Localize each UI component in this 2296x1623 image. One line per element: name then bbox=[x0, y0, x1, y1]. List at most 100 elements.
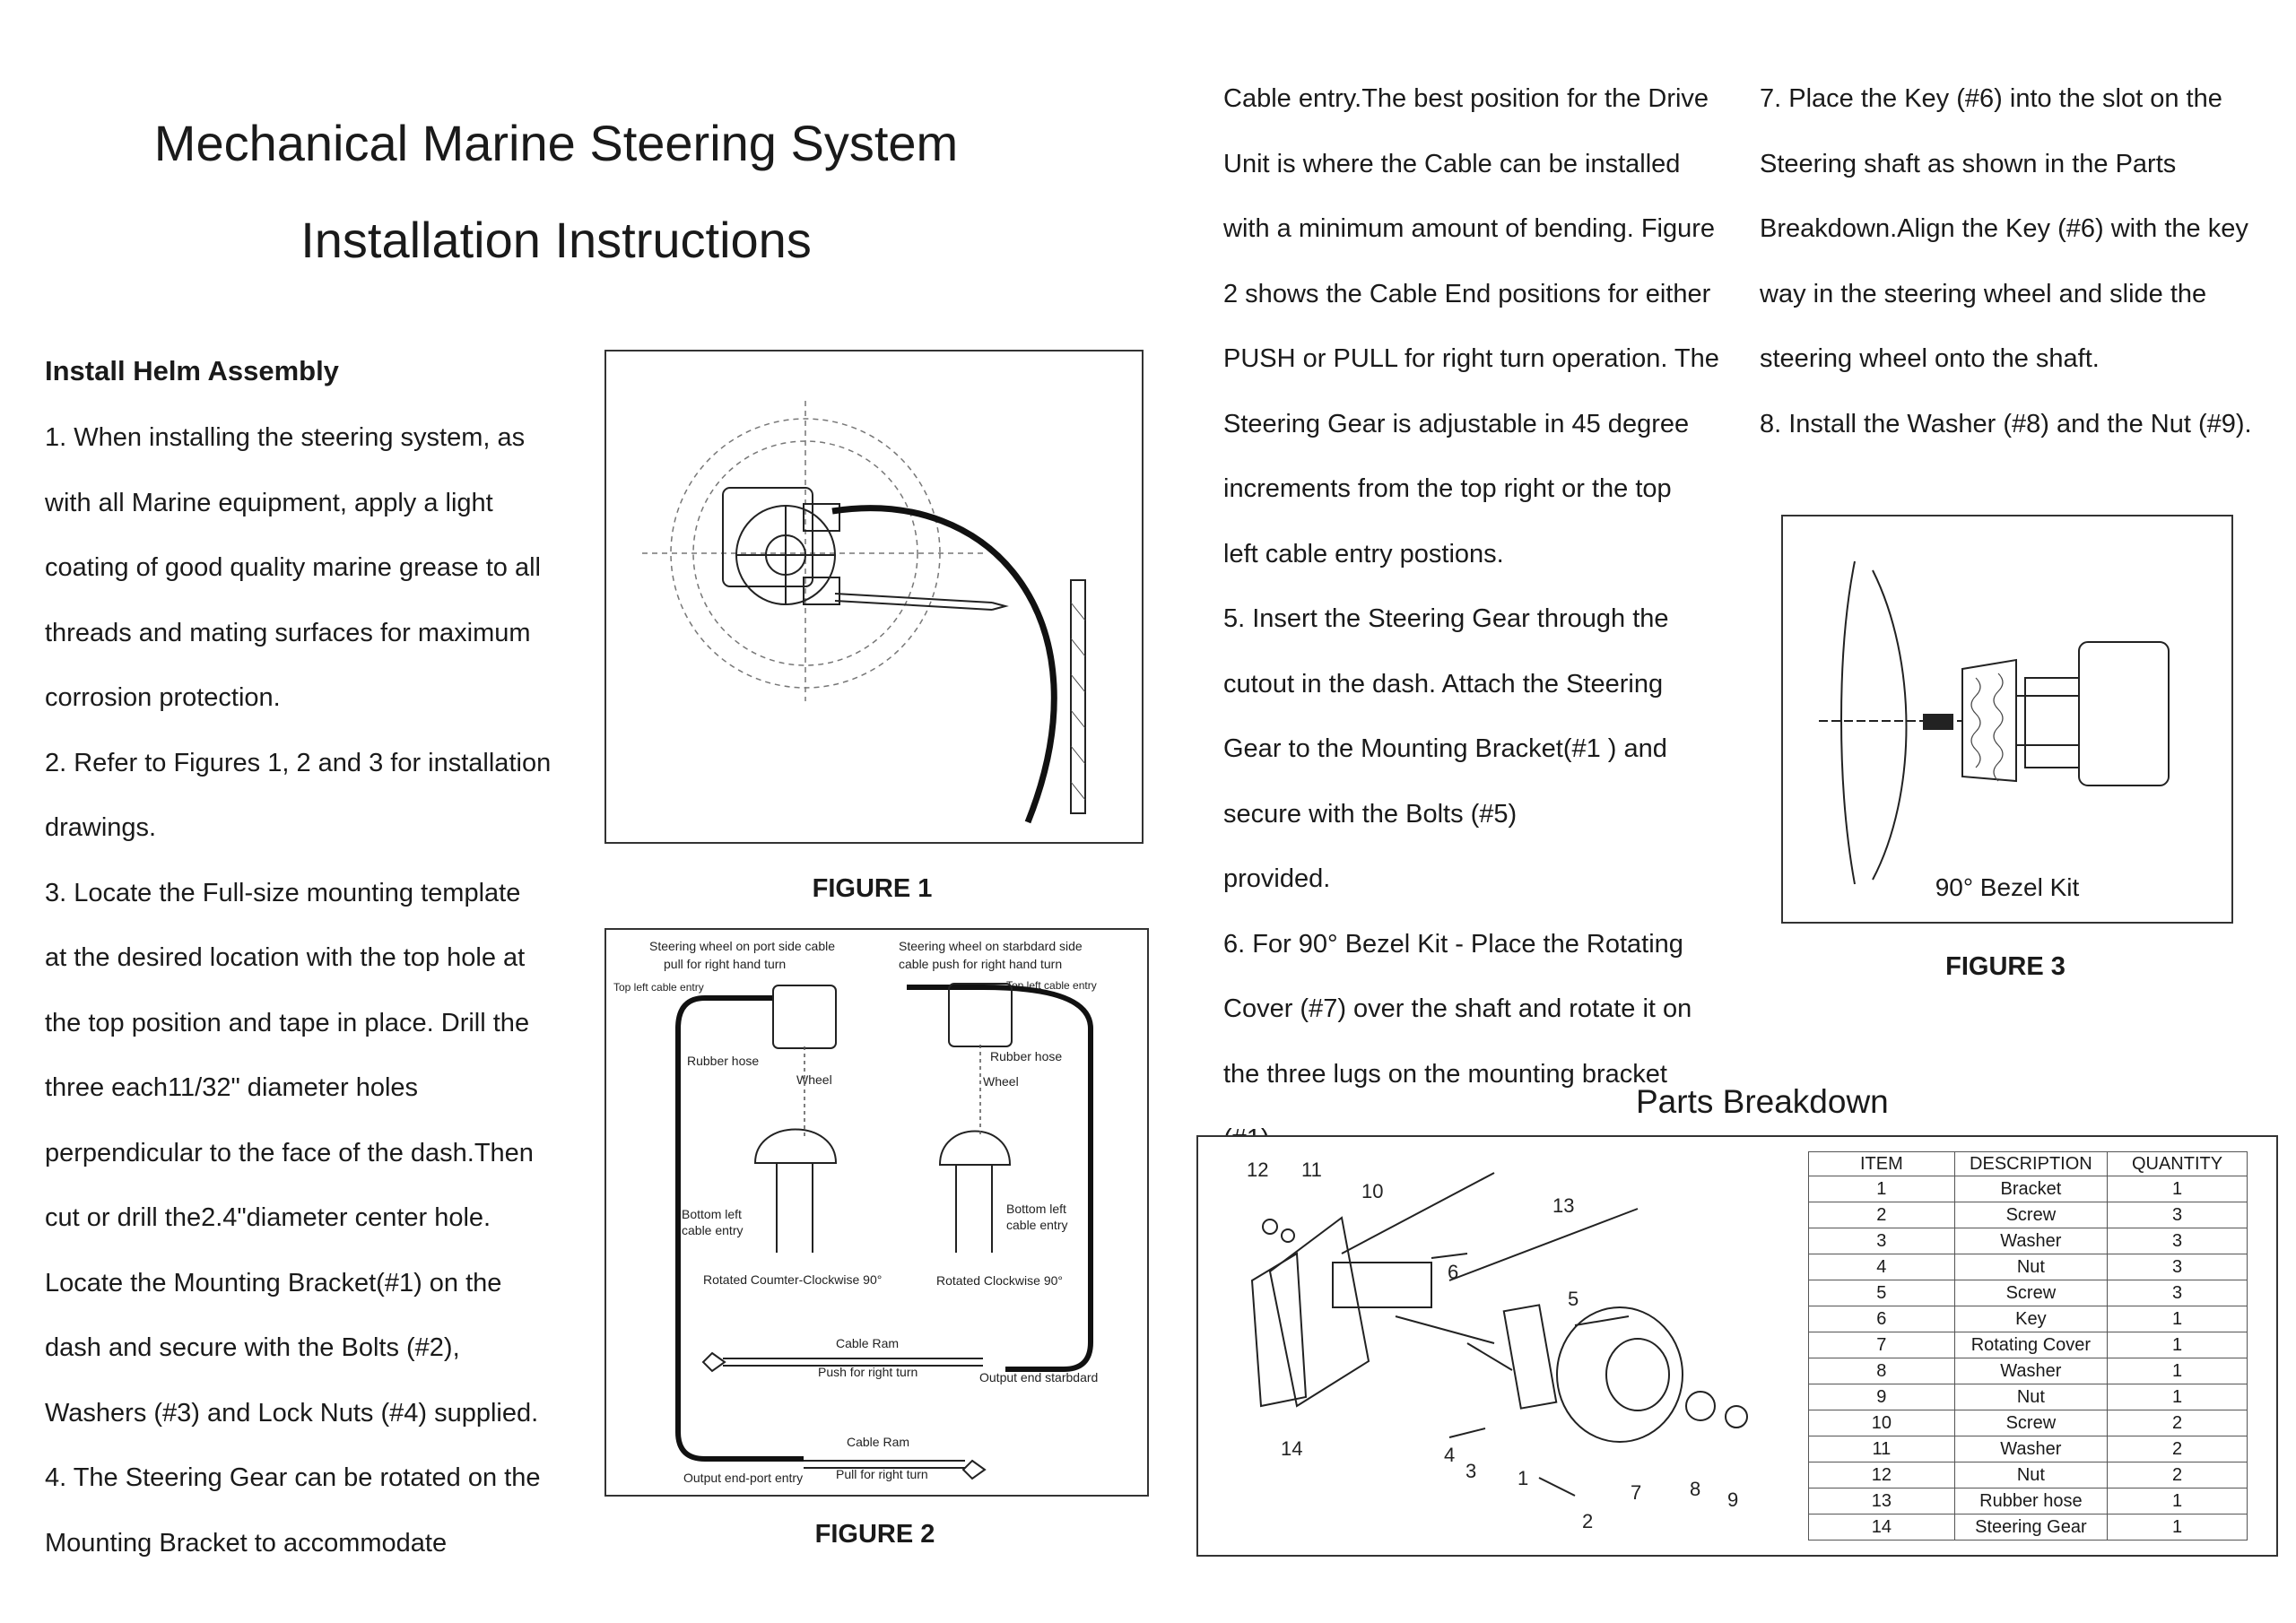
table-cell-item: 14 bbox=[1808, 1514, 1955, 1541]
table-cell-description: Washer bbox=[1953, 1436, 2109, 1462]
table-cell-item: 3 bbox=[1808, 1228, 1955, 1254]
table-cell-description: Screw bbox=[1953, 1202, 2109, 1228]
table-cell-quantity: 1 bbox=[2107, 1514, 2248, 1541]
table-cell-quantity: 3 bbox=[2107, 1228, 2248, 1254]
middle-column-line: Unit is where the Cable can be installed bbox=[1223, 149, 1681, 178]
fig2-port-title-1: Steering wheel on port side cable bbox=[649, 939, 835, 953]
table-cell-quantity: 3 bbox=[2107, 1202, 2248, 1228]
middle-column-line: secure with the Bolts (#5) bbox=[1223, 799, 1518, 829]
fig2-rot-ccw: Rotated Coumter-Clockwise 90° bbox=[703, 1272, 882, 1287]
table-cell-item: 8 bbox=[1808, 1358, 1955, 1384]
page-title-line1: Mechanical Marine Steering System bbox=[153, 115, 959, 171]
middle-column-line: with a minimum amount of bending. Figure bbox=[1223, 214, 1716, 243]
fig2-bottom-left-b2: cable entry bbox=[1006, 1218, 1067, 1232]
fig2-stbd-title-1: Steering wheel on starbdard side bbox=[899, 939, 1083, 953]
left-column-line: at the desired location with the top hol… bbox=[45, 943, 526, 972]
callout-10: 10 bbox=[1361, 1180, 1383, 1202]
table-cell-quantity: 2 bbox=[2107, 1462, 2248, 1488]
table-cell-quantity: 1 bbox=[2107, 1306, 2248, 1332]
parts-exploded-drawing: 12 11 10 13 6 5 14 4 3 1 2 7 8 9 bbox=[1247, 1159, 1748, 1532]
left-column-line: the top position and tape in place. Dril… bbox=[45, 1008, 530, 1037]
table-cell-quantity: 1 bbox=[2107, 1384, 2248, 1410]
figure-3-drawing bbox=[1819, 560, 2170, 885]
callout-11: 11 bbox=[1301, 1159, 1322, 1181]
fig2-stbd-title-2: cable push for right hand turn bbox=[899, 957, 1062, 971]
table-cell-quantity: 2 bbox=[2107, 1436, 2248, 1462]
table-header-item: ITEM bbox=[1808, 1151, 1955, 1176]
callout-4: 4 bbox=[1444, 1444, 1455, 1466]
table-cell-item: 6 bbox=[1808, 1306, 1955, 1332]
right-column-line: Steering shaft as shown in the Parts bbox=[1760, 149, 2177, 178]
table-header-description: DESCRIPTION bbox=[1953, 1151, 2109, 1176]
figure-1-drawing bbox=[642, 401, 1086, 824]
callout-9: 9 bbox=[1727, 1488, 1738, 1511]
right-column-line: 7. Place the Key (#6) into the slot on t… bbox=[1760, 84, 2222, 113]
middle-column-line: the three lugs on the mounting bracket bbox=[1223, 1059, 1667, 1089]
figure-2-caption: FIGURE 2 bbox=[814, 1520, 935, 1549]
table-cell-description: Nut bbox=[1953, 1462, 2109, 1488]
figure-3-inner-label: 90° Bezel Kit bbox=[1935, 873, 2080, 901]
callout-3: 3 bbox=[1465, 1460, 1476, 1482]
middle-column-line: increments from the top right or the top bbox=[1223, 474, 1672, 503]
left-column-line: drawings. bbox=[45, 813, 157, 842]
table-cell-quantity: 3 bbox=[2107, 1254, 2248, 1280]
middle-column-line: left cable entry postions. bbox=[1223, 539, 1504, 568]
right-column-line: Breakdown.Align the Key (#6) with the ke… bbox=[1760, 214, 2248, 243]
table-cell-description: Screw bbox=[1953, 1280, 2109, 1306]
table-cell-quantity: 1 bbox=[2107, 1176, 2248, 1202]
fig2-wheel-a: Wheel bbox=[796, 1072, 832, 1087]
table-cell-description: Rubber hose bbox=[1953, 1488, 2109, 1515]
fig2-rot-cw: Rotated Clockwise 90° bbox=[936, 1273, 1063, 1288]
left-column-line: corrosion protection. bbox=[45, 683, 281, 712]
right-column-line: way in the steering wheel and slide the bbox=[1760, 279, 2207, 308]
table-cell-quantity: 1 bbox=[2107, 1332, 2248, 1358]
table-cell-description: Washer bbox=[1953, 1358, 2109, 1384]
middle-column-line: 2 shows the Cable End positions for eith… bbox=[1223, 279, 1711, 308]
callout-1: 1 bbox=[1518, 1467, 1528, 1489]
parts-heading: Parts Breakdown bbox=[1636, 1083, 1889, 1120]
figure-2-drawing: Steering wheel on port side cable pull f… bbox=[613, 939, 1098, 1485]
left-column-line: Washers (#3) and Lock Nuts (#4) supplied… bbox=[45, 1398, 539, 1428]
parts-breakdown-box: 12 11 10 13 6 5 14 4 3 1 2 7 8 9 ITEM DE… bbox=[1196, 1135, 2278, 1557]
table-cell-item: 10 bbox=[1808, 1410, 1955, 1436]
middle-column-text: Cable entry.The best position for the Dr… bbox=[1223, 66, 1744, 1172]
table-cell-item: 2 bbox=[1808, 1202, 1955, 1228]
figure-1 bbox=[604, 350, 1144, 844]
middle-column-line: provided. bbox=[1223, 864, 1331, 893]
section-heading: Install Helm Assembly bbox=[45, 355, 339, 386]
left-column-line: cut or drill the2.4"diameter center hole… bbox=[45, 1203, 491, 1232]
left-column-line: threads and mating surfaces for maximum bbox=[45, 618, 531, 647]
left-column-line: with all Marine equipment, apply a light bbox=[45, 488, 493, 517]
fig2-cable-ram-b: Cable Ram bbox=[847, 1435, 909, 1449]
left-column-text: 1. When installing the steering system, … bbox=[45, 405, 583, 1575]
table-cell-quantity: 2 bbox=[2107, 1410, 2248, 1436]
table-cell-quantity: 1 bbox=[2107, 1488, 2248, 1515]
fig2-port-title-2: pull for right hand turn bbox=[664, 957, 786, 971]
fig2-cable-ram-a: Cable Ram bbox=[836, 1336, 899, 1350]
table-cell-item: 5 bbox=[1808, 1280, 1955, 1306]
middle-column-line: Cable entry.The best position for the Dr… bbox=[1223, 84, 1709, 113]
left-column-line: perpendicular to the face of the dash.Th… bbox=[45, 1138, 534, 1167]
left-column-line: 4. The Steering Gear can be rotated on t… bbox=[45, 1463, 541, 1492]
figure-3-caption: FIGURE 3 bbox=[1945, 952, 2066, 981]
table-cell-description: Rotating Cover bbox=[1953, 1332, 2109, 1358]
left-column-line: Mounting Bracket to accommodate bbox=[45, 1528, 448, 1558]
table-cell-description: Screw bbox=[1953, 1410, 2109, 1436]
middle-column-line: Gear to the Mounting Bracket(#1 ) and bbox=[1223, 734, 1667, 763]
page-title-line2: Installation Instructions bbox=[300, 212, 812, 268]
callout-13: 13 bbox=[1552, 1194, 1574, 1217]
table-cell-item: 9 bbox=[1808, 1384, 1955, 1410]
table-cell-item: 4 bbox=[1808, 1254, 1955, 1280]
middle-column-line: Steering Gear is adjustable in 45 degree bbox=[1223, 409, 1690, 438]
fig2-rubber-hose-b: Rubber hose bbox=[990, 1049, 1062, 1063]
table-cell-item: 11 bbox=[1808, 1436, 1955, 1462]
